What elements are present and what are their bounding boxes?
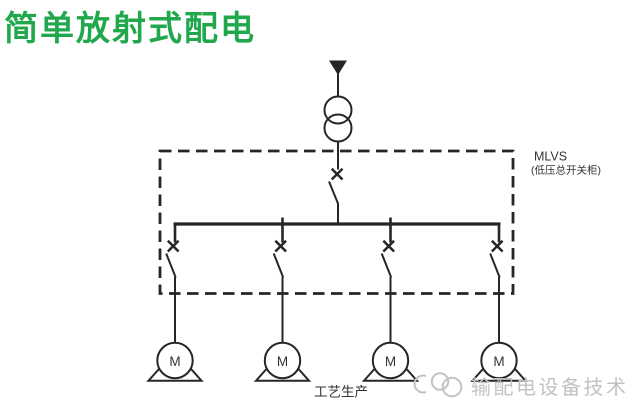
transformer-icon <box>323 95 353 143</box>
mlvs-label: MLVS <box>534 150 567 164</box>
motor-label: M <box>385 354 396 369</box>
motor-label: M <box>493 354 504 369</box>
motor-icon: M <box>470 341 528 382</box>
process-label: 工艺生产 <box>314 385 368 400</box>
watermark: 输配电设备技术 <box>412 369 629 401</box>
page-title: 简单放射式配电 <box>4 10 256 48</box>
feeder-breaker-icon <box>165 224 180 343</box>
watermark-logo-icon <box>413 372 463 398</box>
watermark-text: 输配电设备技术 <box>471 376 629 399</box>
motor-label: M <box>277 354 288 369</box>
motor-icon: M <box>146 341 204 382</box>
motor-icon: M <box>361 341 420 382</box>
feeder-breaker-icon <box>272 224 287 343</box>
motor-label: M <box>169 354 180 369</box>
supply-arrow-icon <box>329 60 347 98</box>
mlvs-sublabel: (低压总开关柜) <box>531 164 601 177</box>
feeder-breaker-icon <box>489 224 504 343</box>
feeder-breaker-icon <box>380 224 395 343</box>
main-breaker-icon <box>328 167 344 226</box>
motor-icon: M <box>253 341 312 382</box>
mlvs-enclosure <box>158 149 515 295</box>
